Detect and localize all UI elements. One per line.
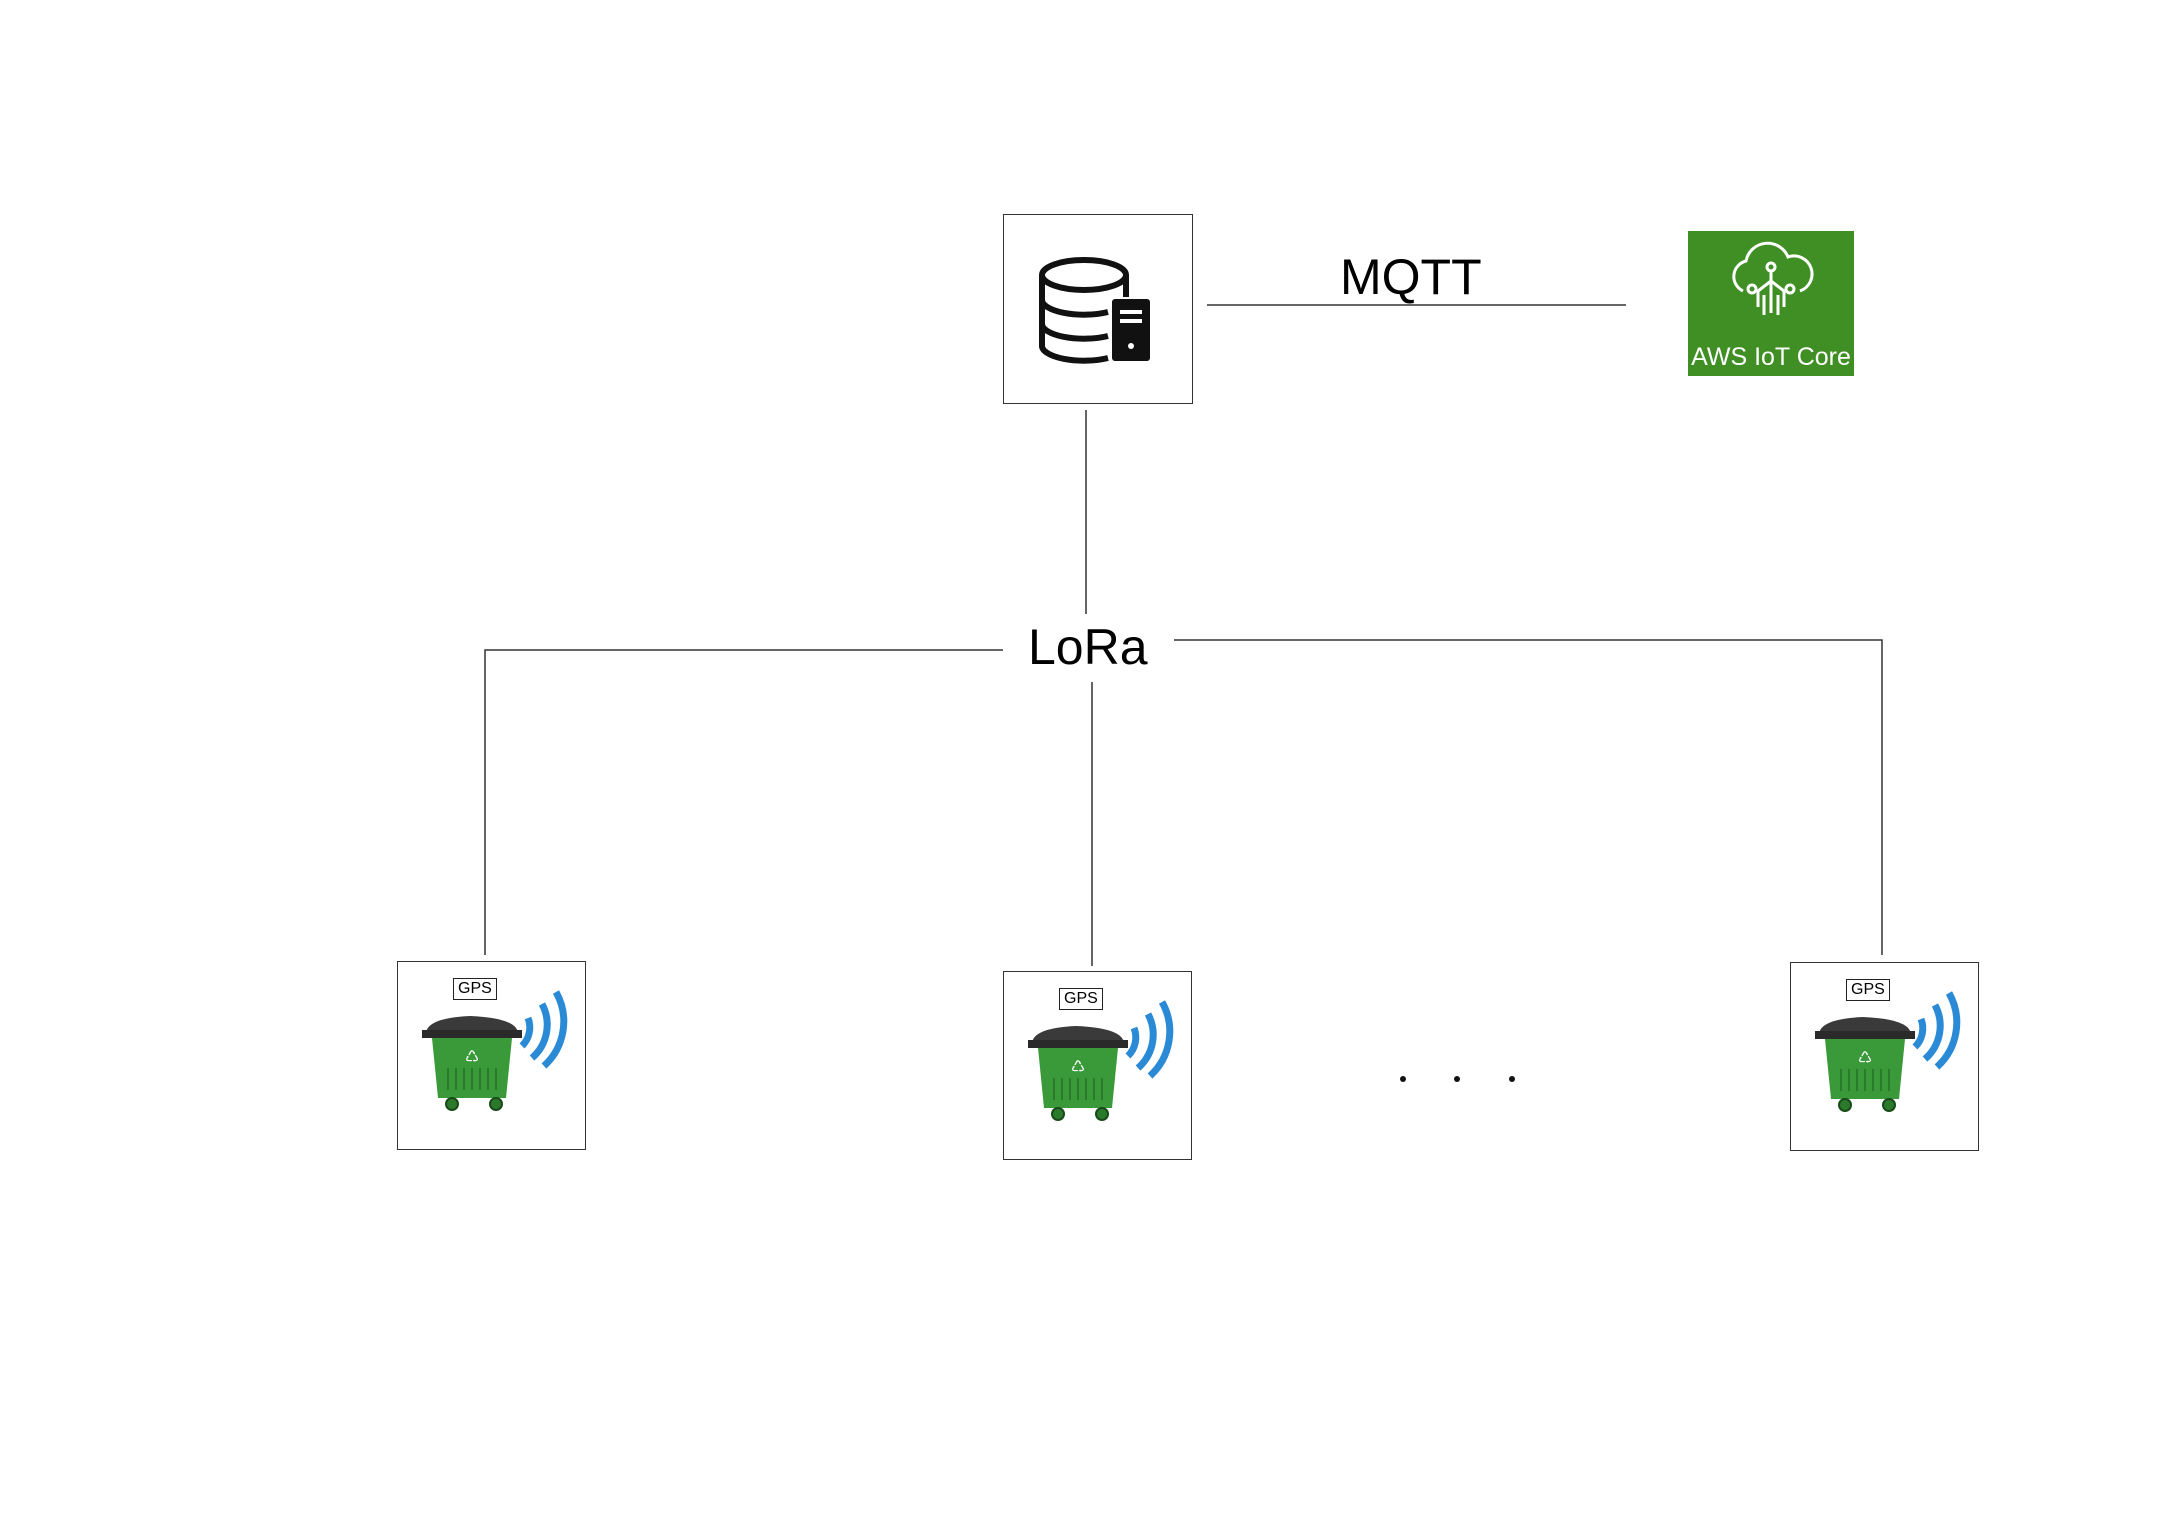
lora-to-bin-3-link xyxy=(1174,639,1883,955)
gps-label: GPS xyxy=(1846,979,1890,1001)
svg-text:♺: ♺ xyxy=(465,1047,479,1066)
mqtt-label: MQTT xyxy=(1340,249,1482,305)
svg-text:♺: ♺ xyxy=(1858,1048,1872,1067)
gps-label: GPS xyxy=(453,978,497,1000)
smart-bin-icon: ♺ xyxy=(1028,1000,1174,1121)
iot-cloud-icon xyxy=(1732,241,1814,315)
aws-iot-core-label: AWS IoT Core xyxy=(1691,343,1851,371)
more-nodes-ellipsis xyxy=(1400,1076,1515,1082)
aws-iot-core-node: AWS IoT Core xyxy=(1688,231,1854,376)
svg-text:♺: ♺ xyxy=(1071,1057,1085,1076)
smart-bin-node-2: ♺ GPS xyxy=(1003,971,1192,1160)
database-server-icon xyxy=(1038,257,1150,364)
gateway-node xyxy=(1003,214,1193,404)
smart-bin-node-1: ♺ GPS xyxy=(397,961,586,1150)
smart-bin-node-3: ♺ GPS xyxy=(1790,962,1979,1151)
smart-bin-icon: ♺ xyxy=(1815,991,1961,1112)
smart-bin-icon: ♺ xyxy=(422,990,568,1111)
lora-to-bin-1-link xyxy=(484,649,1003,955)
gps-label: GPS xyxy=(1059,988,1103,1010)
lora-label: LoRa xyxy=(1028,619,1148,675)
